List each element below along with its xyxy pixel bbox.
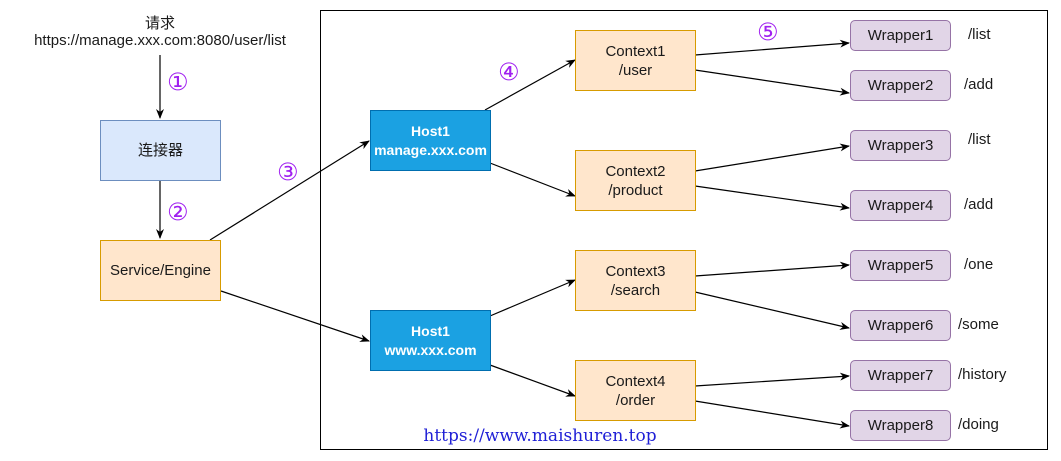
wrapper-path-5: /one [964, 256, 994, 273]
arrow-context2-wrapper4 [694, 185, 850, 211]
arrow-service-host2 [220, 290, 370, 342]
arrow-host2-context3 [489, 279, 576, 317]
arrow-context4-wrapper7 [694, 372, 850, 387]
arrow-context3-wrapper6 [694, 291, 850, 330]
wrapper-path-2: /add [964, 76, 994, 93]
wrapper-path-6: /some [958, 316, 999, 333]
host-name: Host1 [411, 322, 450, 339]
wrapper-path-4: /add [964, 196, 994, 213]
context-path: /product [608, 181, 663, 199]
wrapper-path-1: /list [968, 26, 991, 43]
arrow-context1-wrapper2 [694, 69, 850, 96]
wrapper-node-8: Wrapper8 [850, 410, 951, 441]
request-url: https://manage.xxx.com:8080/user/list [34, 32, 286, 49]
step-marker-5: ⑤ [757, 18, 779, 46]
host-domain: manage.xxx.com [374, 141, 487, 158]
host-domain: www.xxx.com [384, 341, 477, 358]
arrow-context4-wrapper8 [694, 400, 850, 429]
context-node-order: Context4 /order [575, 360, 696, 421]
connector-node: 连接器 [100, 120, 221, 181]
step-marker-3: ③ [277, 158, 299, 186]
wrapper-node-4: Wrapper4 [850, 190, 951, 221]
arrow-host1-context1 [484, 59, 576, 111]
context-node-search: Context3 /search [575, 250, 696, 311]
arrow-host2-context4 [489, 364, 576, 397]
arrow-context2-wrapper3 [694, 143, 850, 172]
wrapper-node-1: Wrapper1 [850, 20, 951, 51]
wrapper-path-8: /doing [958, 416, 999, 433]
arrow-context3-wrapper5 [694, 261, 850, 277]
context-name: Context2 [605, 162, 666, 180]
context-node-product: Context2 /product [575, 150, 696, 211]
context-name: Context1 [605, 42, 666, 60]
arrow-service-host1 [209, 140, 370, 241]
step-marker-1: ① [167, 68, 189, 96]
host-name: Host1 [411, 122, 450, 139]
wrapper-path-3: /list [968, 131, 991, 148]
arrow-context1-wrapper1 [694, 39, 850, 56]
tomcat-container-frame [320, 10, 1048, 450]
watermark-url: https://www.maishuren.top [423, 426, 657, 446]
wrapper-node-2: Wrapper2 [850, 70, 951, 101]
wrapper-path-7: /history [958, 366, 1007, 383]
context-name: Context4 [605, 372, 666, 390]
context-node-user: Context1 /user [575, 30, 696, 91]
host-node-www: Host1 www.xxx.com [370, 310, 491, 371]
step-marker-2: ② [167, 198, 189, 226]
context-path: /search [610, 281, 661, 299]
host-node-manage: Host1 manage.xxx.com [370, 110, 491, 171]
wrapper-node-3: Wrapper3 [850, 130, 951, 161]
service-engine-node: Service/Engine [100, 240, 221, 301]
wrapper-node-6: Wrapper6 [850, 310, 951, 341]
step-marker-4: ④ [498, 58, 520, 86]
wrapper-node-7: Wrapper7 [850, 360, 951, 391]
request-label: 请求 [144, 15, 175, 32]
arrow-host1-context2 [489, 162, 576, 197]
context-name: Context3 [605, 262, 666, 280]
context-path: /user [618, 61, 653, 79]
wrapper-node-5: Wrapper5 [850, 250, 951, 281]
context-path: /order [615, 391, 656, 409]
